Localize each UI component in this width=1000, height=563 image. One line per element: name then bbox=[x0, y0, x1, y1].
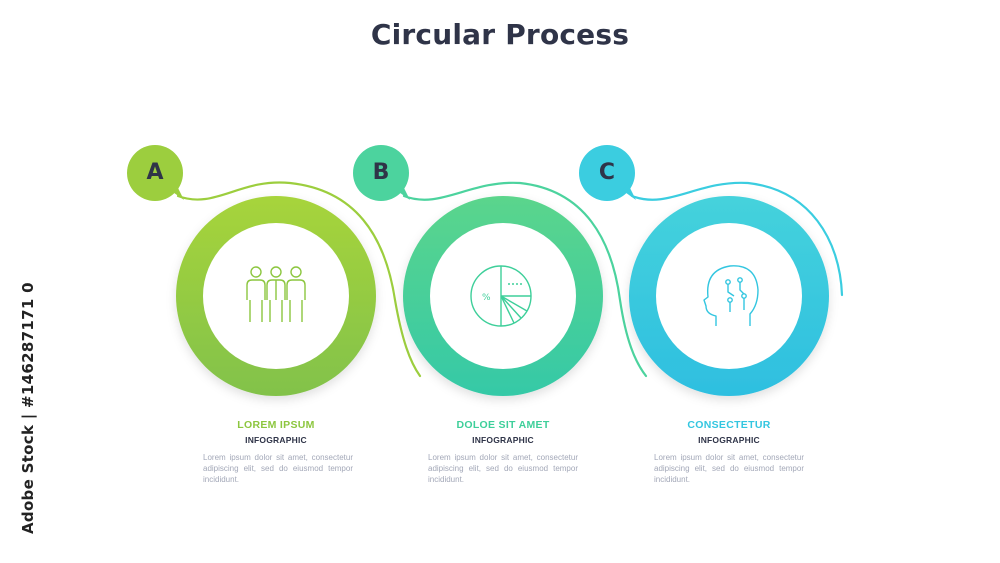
badge-c bbox=[579, 145, 636, 201]
pie-chart-icon: % bbox=[470, 265, 532, 327]
page-title: Circular Process bbox=[370, 18, 630, 51]
step-c-description: Lorem ipsum dolor sit amet, consectetur … bbox=[654, 453, 804, 484]
step-a-description: Lorem ipsum dolor sit amet, consectetur … bbox=[203, 453, 353, 484]
step-c-subtitle: INFOGRAPHIC bbox=[698, 435, 760, 445]
stock-watermark-credit: Adobe Stock | #146287171 0 bbox=[19, 282, 37, 534]
step-a-title: LOREM IPSUM bbox=[237, 419, 315, 431]
badge-letter-b: B bbox=[372, 160, 390, 185]
ring-c bbox=[629, 196, 829, 396]
connector-arc-c bbox=[630, 181, 844, 297]
step-b-subtitle: INFOGRAPHIC bbox=[472, 435, 534, 445]
step-a-subtitle: INFOGRAPHIC bbox=[245, 435, 307, 445]
connector-arc-b bbox=[402, 181, 648, 378]
connector-arc-a bbox=[176, 181, 422, 378]
ai-head-icon bbox=[703, 265, 759, 326]
step-b-title: DOLOE SIT AMET bbox=[456, 419, 550, 431]
step-c-title: CONSECTETUR bbox=[687, 419, 771, 431]
step-b-description: Lorem ipsum dolor sit amet, consectetur … bbox=[428, 453, 578, 484]
badge-a bbox=[127, 145, 184, 201]
people-group-icon bbox=[246, 266, 306, 322]
badge-letter-c: C bbox=[598, 160, 616, 185]
badge-b bbox=[353, 145, 410, 201]
svg-text:%: % bbox=[482, 293, 491, 303]
badge-letter-a: A bbox=[146, 160, 164, 185]
